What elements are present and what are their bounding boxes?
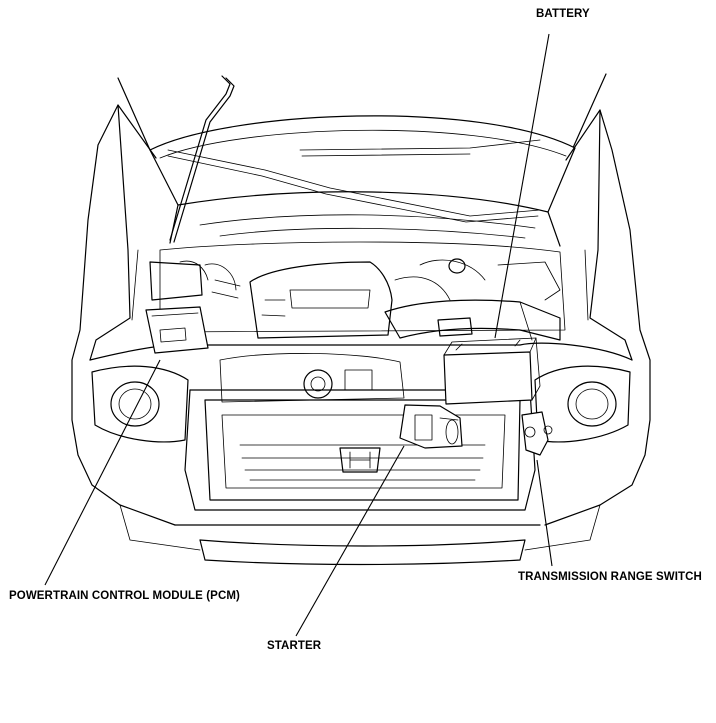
battery-unit — [437, 317, 541, 405]
pcm-module — [145, 306, 209, 354]
grille — [204, 399, 521, 501]
engine-bay — [149, 241, 566, 403]
right-headlight — [534, 365, 631, 443]
pcm-label: POWERTRAIN CONTROL MODULE (PCM) — [9, 590, 240, 602]
vehicle-body — [71, 104, 651, 526]
transmission-range-switch-leader-line — [536, 459, 553, 567]
starter-leader-line — [295, 445, 405, 637]
pcm-leader-line — [44, 359, 161, 586]
hood-prop-rod — [169, 75, 235, 243]
transmission-range-switch-label: TRANSMISSION RANGE SWITCH — [518, 571, 702, 583]
left-headlight — [91, 365, 189, 443]
front-bumper — [89, 342, 633, 566]
battery-label: BATTERY — [536, 8, 590, 20]
open-hood — [117, 73, 607, 247]
starter-motor — [399, 404, 463, 449]
battery-leader-line — [494, 33, 550, 339]
transmission-range-switch-part — [521, 411, 553, 456]
starter-label: STARTER — [267, 640, 322, 652]
